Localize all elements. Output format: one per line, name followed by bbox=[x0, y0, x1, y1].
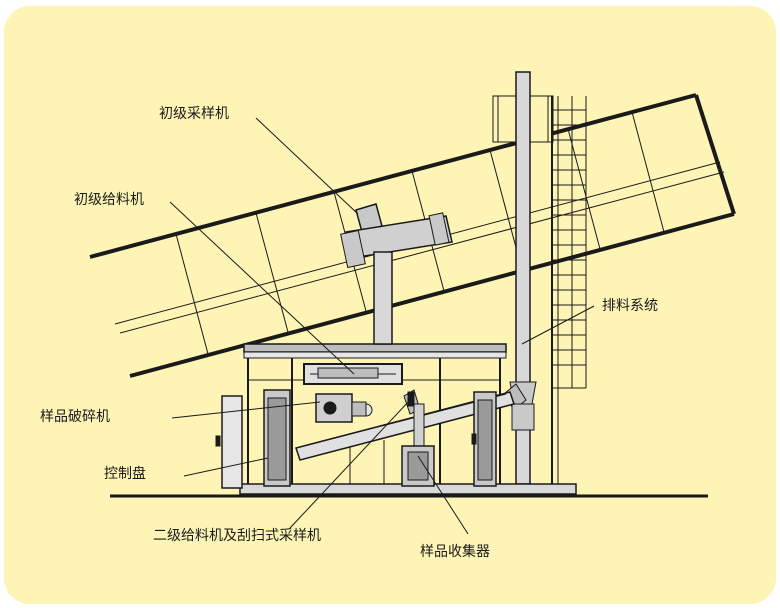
label-sample-crusher: 样品破碎机 bbox=[40, 409, 110, 425]
label-primary-sampler: 初级采样机 bbox=[159, 106, 229, 122]
discharge-pipe bbox=[503, 71, 537, 485]
control-cabinet bbox=[215, 389, 291, 489]
ladder-tower bbox=[492, 95, 587, 488]
sample-collector bbox=[401, 403, 435, 487]
sample-crusher bbox=[315, 393, 373, 423]
label-control-panel: 控制盘 bbox=[104, 466, 146, 482]
label-primary-feeder: 初级给料机 bbox=[74, 192, 144, 208]
label-discharge-system: 排料系统 bbox=[602, 298, 658, 314]
label-secondary-feeder-sampler: 二级给料机及刮扫式采样机 bbox=[153, 528, 321, 544]
main-frame bbox=[239, 343, 577, 495]
leader-lines bbox=[169, 117, 595, 535]
primary-feeder bbox=[303, 363, 403, 385]
label-sample-collector: 样品收集器 bbox=[420, 544, 490, 560]
primary-sampler bbox=[340, 203, 453, 345]
right-enclosure bbox=[471, 391, 497, 487]
